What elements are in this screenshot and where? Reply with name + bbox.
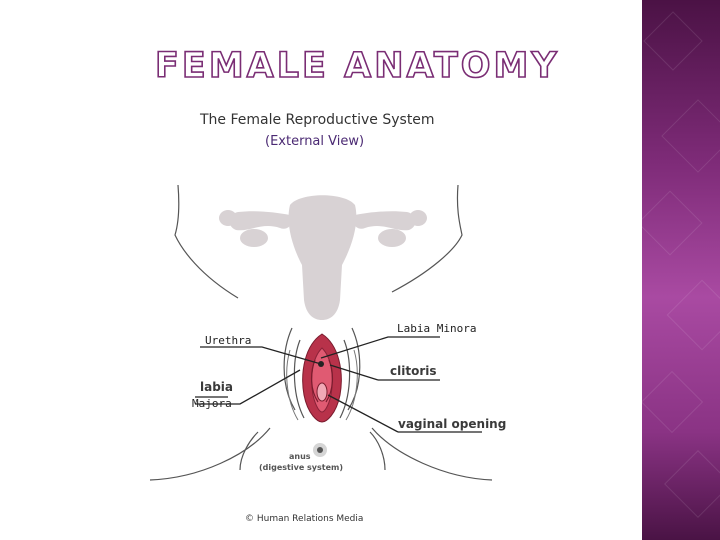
figure-title: The Female Reproductive System (200, 112, 435, 128)
urethra-leader (200, 346, 322, 365)
label-vaginal-opening: vaginal opening (398, 417, 507, 431)
vulva-shape (286, 333, 358, 423)
figure-subtitle: (External View) (265, 134, 365, 149)
slide-title: FEMALE ANATOMY (154, 45, 560, 87)
label-digestive-system: (digestive system) (259, 463, 344, 472)
right-hip-line (391, 184, 463, 293)
body-outline (149, 184, 493, 481)
left-leg-line (149, 427, 271, 481)
label-clitoris: clitoris (390, 364, 437, 378)
decorative-sidebar (642, 0, 720, 540)
vaginal-opening-leader (327, 394, 399, 433)
right-leg-line (371, 427, 493, 481)
right-buttock-line (369, 431, 386, 471)
clitoris-leader (329, 364, 379, 381)
label-labia-minora: Labia Minora (397, 322, 477, 335)
labia-minora-leader (320, 336, 440, 359)
anus-mark (313, 443, 327, 457)
labia-majora-leader (195, 369, 301, 405)
left-buttock-line (239, 431, 259, 471)
leader-lines (195, 336, 482, 433)
right-thigh-line (347, 327, 361, 411)
left-hip-line (174, 184, 239, 299)
label-labia: labia (200, 380, 234, 394)
label-anus: anus (289, 452, 311, 461)
left-thigh-line (283, 327, 296, 411)
label-majora: Majora (192, 397, 232, 410)
image-credit: © Human Relations Media (245, 514, 364, 524)
label-urethra: Urethra (205, 334, 252, 347)
uterus-shape (219, 195, 427, 320)
